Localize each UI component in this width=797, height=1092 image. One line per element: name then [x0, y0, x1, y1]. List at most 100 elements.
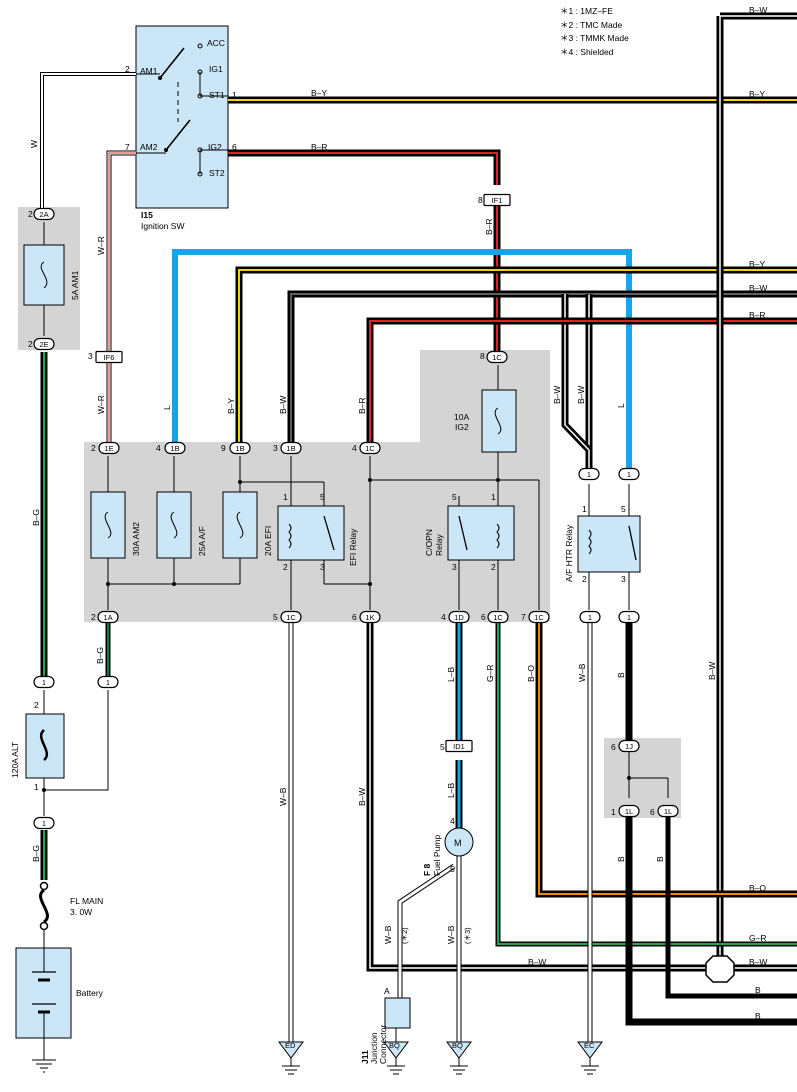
connector-label: 1D: [454, 613, 464, 622]
pin-1j: 6: [611, 742, 616, 752]
splice-junction: [705, 955, 735, 983]
wire-label-b-1: B: [616, 672, 626, 678]
switch-pin-st1: 1: [232, 90, 237, 100]
switch-term-st2: ST2: [209, 168, 225, 178]
connector-c1-bg: 1: [97, 675, 119, 689]
edge-label-g-r: G–R: [749, 933, 766, 943]
connector-label: 1J: [625, 742, 633, 751]
junction-block-main: [84, 350, 550, 622]
connector-c1j: 1J: [618, 739, 640, 753]
connector-label: 1: [588, 613, 592, 622]
pin-1l-b: 6: [650, 807, 655, 817]
j11-id: J11: [360, 1050, 370, 1064]
tag-star2: (＊2): [400, 927, 409, 944]
wire-label-w-r-1: W–R: [96, 236, 106, 255]
connector-cid1: ID1: [445, 739, 473, 753]
connector-c1c-bot1: 1C: [280, 610, 302, 624]
relay-label-copn-2: Relay: [434, 534, 444, 556]
wire-w-r: [106, 150, 136, 444]
wire-label-b-r-ig2: B–R: [484, 218, 494, 235]
pin-if1: 8: [478, 195, 483, 205]
connector-label: 1: [627, 613, 631, 622]
wire-label-w: W: [29, 140, 39, 148]
j11-name-1: Junction: [369, 1032, 379, 1064]
ground-bq-1: BQ: [389, 1041, 400, 1050]
connector-c1c-ig2: 1C: [486, 350, 508, 364]
pin-htr-1: 1: [582, 504, 587, 514]
component-labels: 5A AM1 30A AM2 25A A/F 20A EFI EFI Relay…: [10, 270, 595, 1064]
switch-term-ig1: IG1: [209, 64, 223, 74]
pin-1c-bot3: 7: [521, 612, 526, 622]
pin-numbers: 2 2 3 8 8 2 4 9 3 4 2 5 6 4 6 7 5 6 1 6 …: [28, 195, 655, 996]
pin-htr-2: 2: [582, 574, 587, 584]
note-1: ＊1 : 1MZ–FE: [560, 6, 613, 16]
connector-c1-htr-b: 1: [618, 467, 640, 481]
pin-1d: 4: [441, 612, 446, 622]
connector-label: 2A: [39, 210, 48, 219]
pin-1a: 2: [91, 612, 96, 622]
fuse-label-am1: 5A AM1: [70, 270, 80, 300]
connector-label: 1L: [625, 807, 633, 816]
pin-1c-top: 4: [352, 443, 357, 453]
connector-label: 1: [42, 819, 46, 828]
pin-htr-5: 5: [621, 504, 626, 514]
connector-c1e: 1E: [98, 441, 120, 455]
connector-c1c-bot2: 1C: [487, 610, 509, 624]
relay-label-af-htr: A/F HTR Relay: [564, 524, 574, 582]
pin-copn-1: 1: [491, 492, 496, 502]
relay-label-copn-1: C/OPN: [424, 529, 434, 556]
pin-alt-1: 1: [34, 782, 39, 792]
wire-label-b-2: B: [616, 856, 626, 862]
connector-label: 1B: [235, 444, 244, 453]
ground-ed: ED: [285, 1041, 296, 1050]
pin-id1: 5: [440, 742, 445, 752]
ground-bq-2: BQ: [452, 1041, 463, 1050]
fuse-label-ig2-name: IG2: [455, 422, 469, 432]
wire-label-l-1: L: [162, 405, 172, 410]
wire-label-w-r-2: W–R: [96, 395, 106, 414]
connector-cif1: IF1: [483, 193, 511, 207]
pin-1b-c: 3: [273, 443, 278, 453]
af-htr-relay: [577, 484, 641, 610]
wire-label-w-b-3: W–B: [383, 925, 393, 944]
edge-label-b-w-2: B–W: [749, 283, 767, 293]
connector-label: IF1: [492, 196, 503, 205]
edge-label-b-2: B: [755, 1011, 761, 1021]
fuel-pump-id: F 8: [422, 863, 432, 876]
edge-label-b-1: B: [755, 985, 761, 995]
relay-label-efi: EFI Relay: [348, 528, 358, 566]
wire-b-y-efi: [235, 266, 797, 444]
wire-label-b-g-2: B–G: [95, 647, 105, 664]
connector-c1l-b: 1L: [657, 804, 679, 818]
connector-label: 1C: [534, 613, 544, 622]
switch-term-st1: ST1: [209, 90, 225, 100]
fuse-label-efi: 20A EFI: [263, 526, 273, 556]
wire-label-bottom-b-w: B–W: [528, 957, 546, 967]
pin-fp-4: 4: [450, 816, 455, 826]
switch-pin-am1: 2: [125, 64, 130, 74]
fuse-ig2: [481, 365, 540, 610]
wire-b-w-1k: [366, 622, 797, 972]
fuse-label-ig2-amp: 10A: [454, 412, 469, 422]
connector-c2a: 2A: [33, 207, 55, 221]
efi-relay: [277, 456, 498, 610]
wire-labels: W W–R W–R L B–Y B–W B–R B–R B–W B–W L B–…: [29, 140, 717, 944]
wire-b-r-efi: [366, 317, 797, 444]
pin-efi-2: 2: [283, 562, 288, 572]
connector-label: 1: [627, 470, 631, 479]
notes-block: ＊1 : 1MZ–FE ＊2 : TMC Made ＊3 : TMMK Made…: [560, 6, 629, 57]
connector-c1l-a: 1L: [618, 804, 640, 818]
connector-c1-alt: 1: [33, 675, 55, 689]
fuel-pump-motor: [444, 827, 474, 857]
connector-c2e: 2E: [33, 337, 55, 351]
connector-c1-htr-d: 1: [618, 610, 640, 624]
connector-c1b-a: 1B: [164, 441, 186, 455]
edge-label-b-o: B–O: [749, 883, 766, 893]
connector-label: 1B: [286, 444, 295, 453]
connector-label: 1C: [493, 613, 503, 622]
wire-label-l-b-2: L–B: [446, 783, 456, 798]
battery: [15, 947, 72, 1073]
battery-label: Battery: [76, 988, 104, 998]
pin-1c-ig2: 8: [480, 351, 485, 361]
